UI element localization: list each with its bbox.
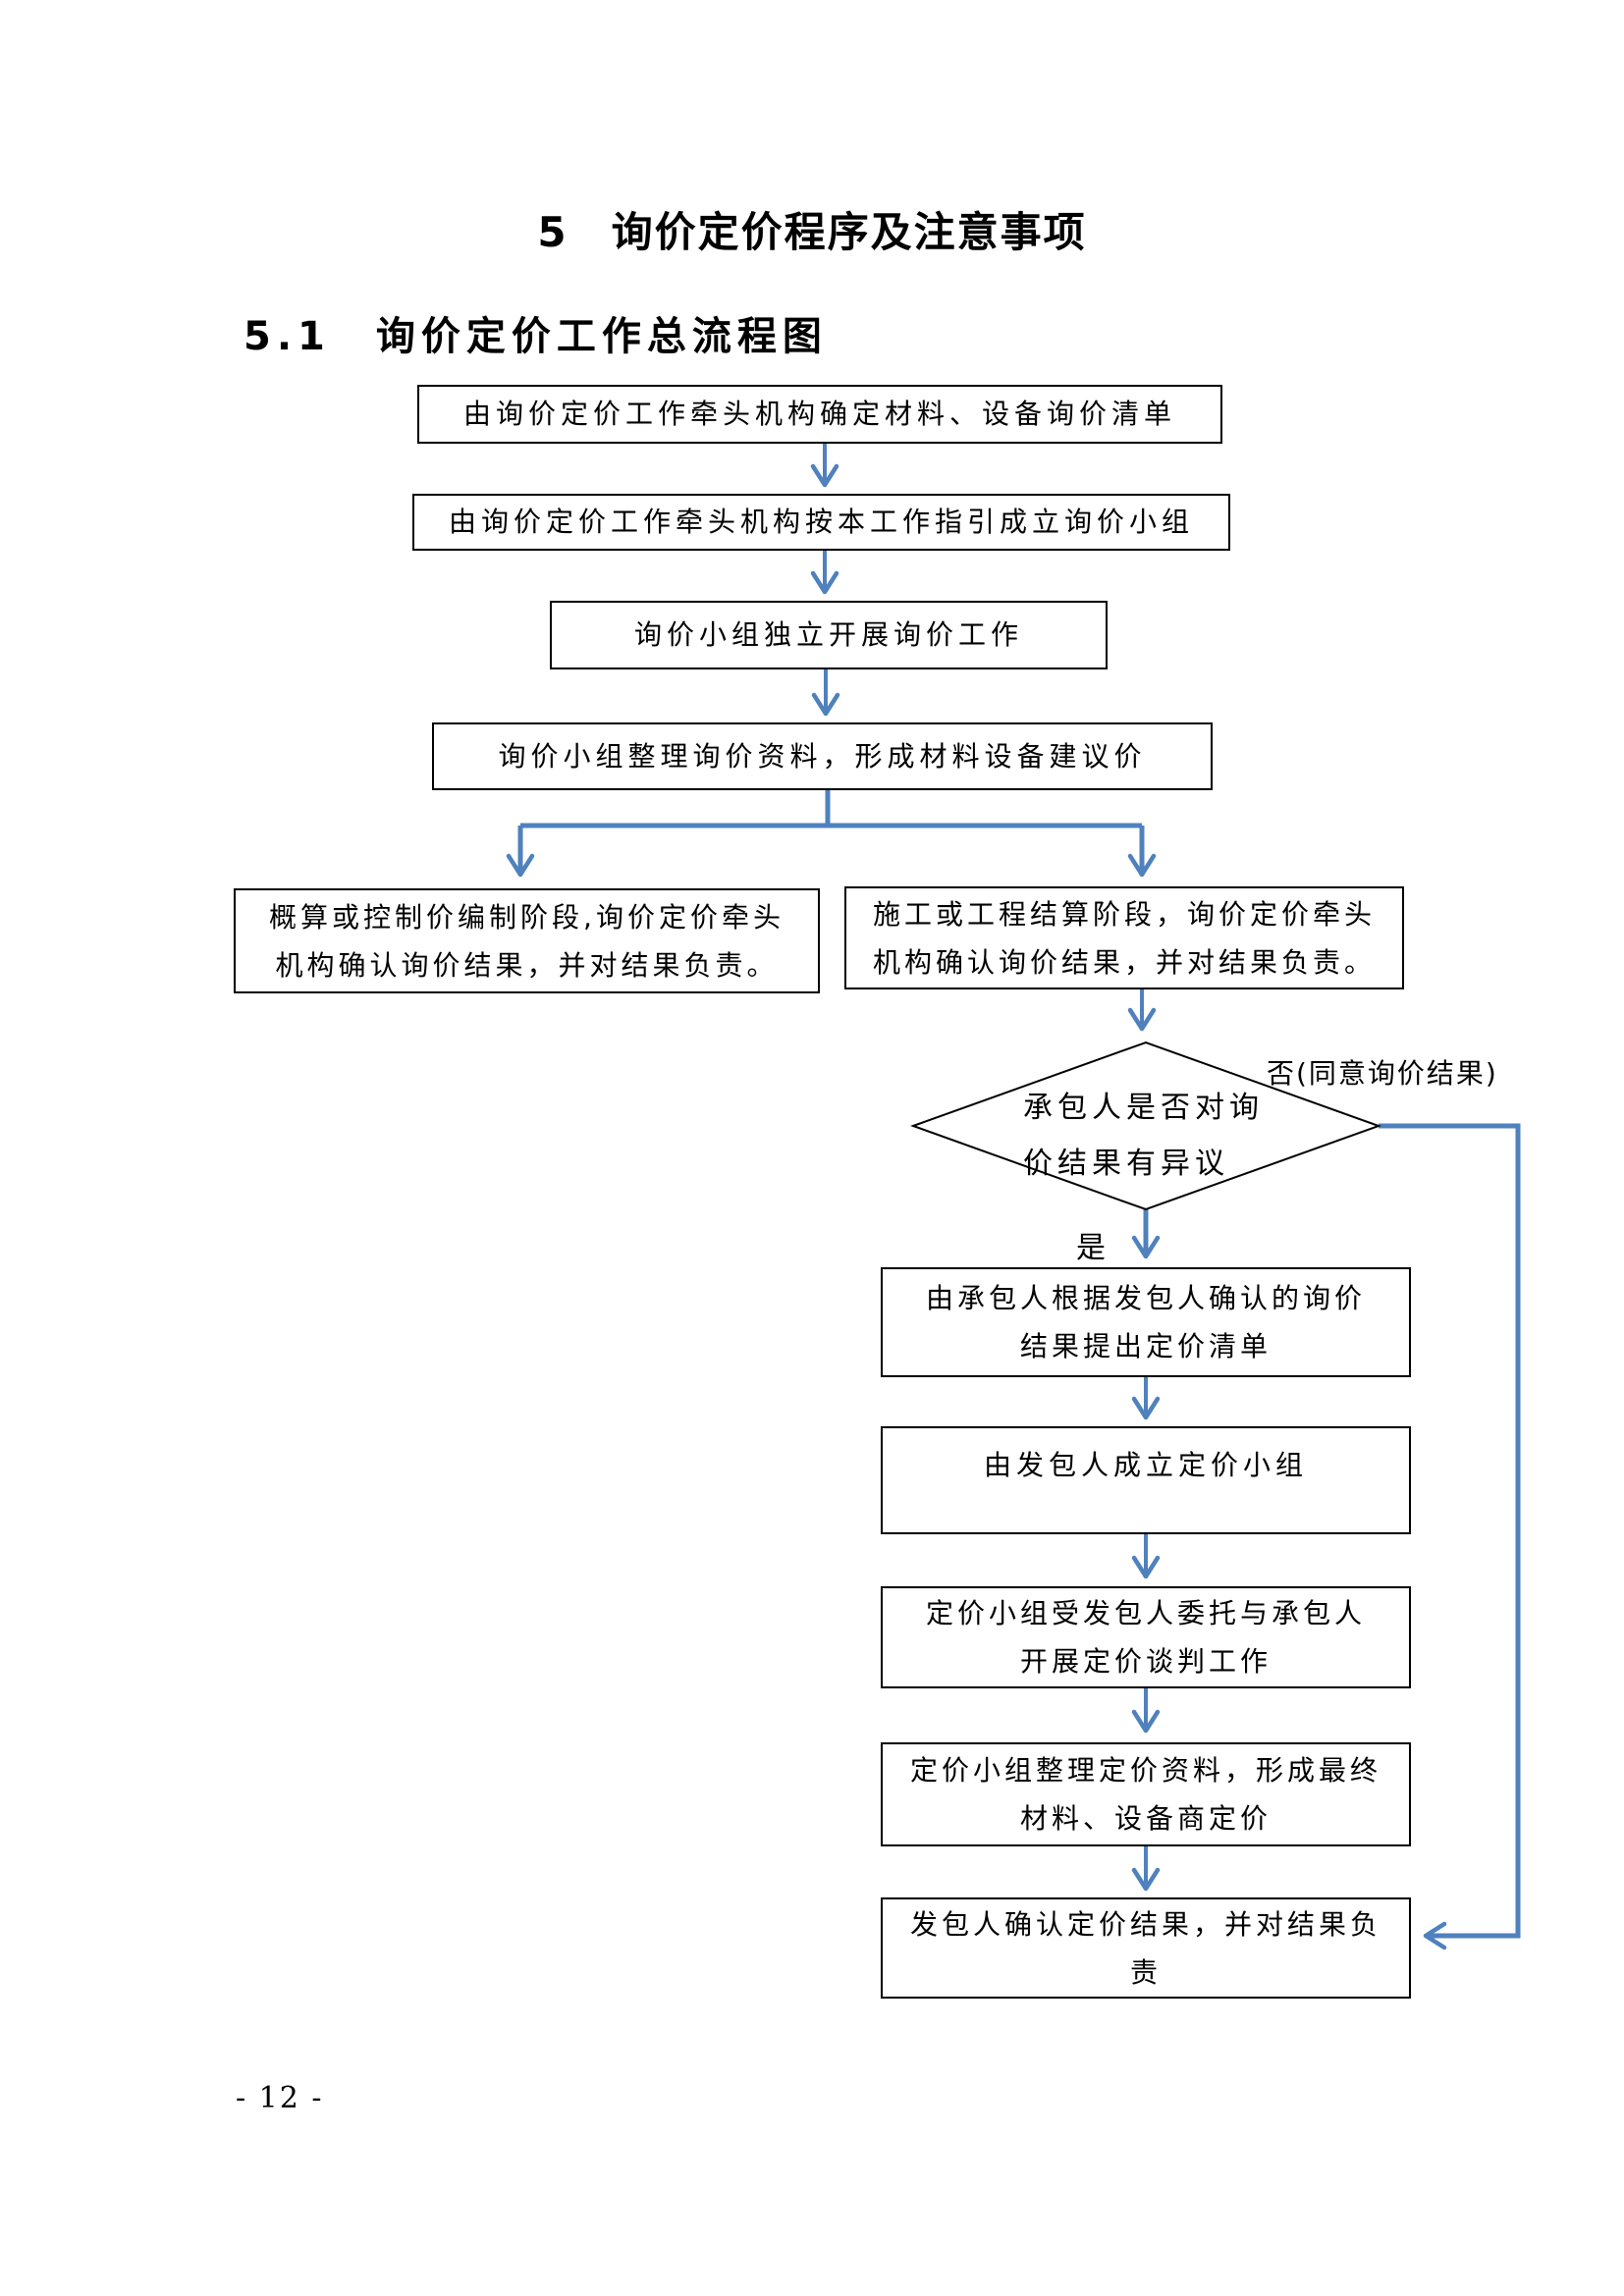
branch-label-no: 否(同意询价结果) bbox=[1267, 1057, 1498, 1090]
decision-diamond-text: 承包人是否对询 价结果有异议 bbox=[1023, 1091, 1264, 1181]
page-number: - 12 - bbox=[236, 2081, 324, 2115]
flow-step-organize-inquiry-data: 询价小组整理询价资料，形成材料设备建议价 bbox=[432, 722, 1213, 790]
flow-step-construction-stage: 施工或工程结算阶段，询价定价牵头 机构确认询价结果，并对结果负责。 bbox=[844, 886, 1404, 989]
flow-step-form-pricing-team: 由发包人成立定价小组 bbox=[881, 1426, 1411, 1534]
flow-step-text: 由询价定价工作牵头机构按本工作指引成立询价小组 bbox=[448, 506, 1194, 539]
flow-step-text: 定价小组受发包人委托与承包人 开展定价谈判工作 bbox=[925, 1597, 1366, 1678]
arrow-no-branch bbox=[1379, 1123, 1521, 1950]
flow-step-text: 询价小组整理询价资料，形成材料设备建议价 bbox=[498, 739, 1147, 773]
flow-step-contractor-pricing-list: 由承包人根据发包人确认的询价 结果提出定价清单 bbox=[881, 1267, 1411, 1377]
decision-diamond-shape bbox=[910, 1041, 1381, 1211]
flow-step-text: 定价小组整理定价资料，形成最终 材料、设备商定价 bbox=[909, 1754, 1381, 1835]
flow-step-form-inquiry-team: 由询价定价工作牵头机构按本工作指引成立询价小组 bbox=[412, 494, 1230, 551]
flow-step-text: 施工或工程结算阶段，询价定价牵头 机构确认询价结果，并对结果负责。 bbox=[872, 897, 1376, 979]
page-title: 5 询价定价程序及注意事项 bbox=[537, 208, 1087, 256]
flow-step-employer-confirms-price: 发包人确认定价结果，并对结果负 责 bbox=[881, 1897, 1411, 1999]
flow-step-text: 发包人确认定价结果，并对结果负 责 bbox=[909, 1907, 1381, 1989]
flow-step-text: 由询价定价工作牵头机构确定材料、设备询价清单 bbox=[462, 398, 1176, 431]
flow-step-text: 询价小组独立开展询价工作 bbox=[633, 618, 1023, 652]
flow-step-final-agreed-price: 定价小组整理定价资料，形成最终 材料、设备商定价 bbox=[881, 1742, 1411, 1846]
flow-step-estimate-stage: 概算或控制价编制阶段,询价定价牵头 机构确认询价结果，并对结果负责。 bbox=[234, 888, 820, 993]
section-heading: 5.1 询价定价工作总流程图 bbox=[244, 314, 828, 359]
branch-label-yes: 是 bbox=[1076, 1231, 1106, 1265]
flow-step-define-inquiry-list: 由询价定价工作牵头机构确定材料、设备询价清单 bbox=[417, 385, 1222, 444]
flow-step-text: 由承包人根据发包人确认的询价 结果提出定价清单 bbox=[925, 1282, 1366, 1362]
flow-step-text: 概算或控制价编制阶段,询价定价牵头 机构确认询价结果，并对结果负责。 bbox=[269, 900, 785, 982]
flow-step-independent-inquiry: 询价小组独立开展询价工作 bbox=[550, 601, 1108, 669]
flow-step-pricing-negotiation: 定价小组受发包人委托与承包人 开展定价谈判工作 bbox=[881, 1586, 1411, 1688]
flow-step-text: 由发包人成立定价小组 bbox=[983, 1449, 1308, 1481]
